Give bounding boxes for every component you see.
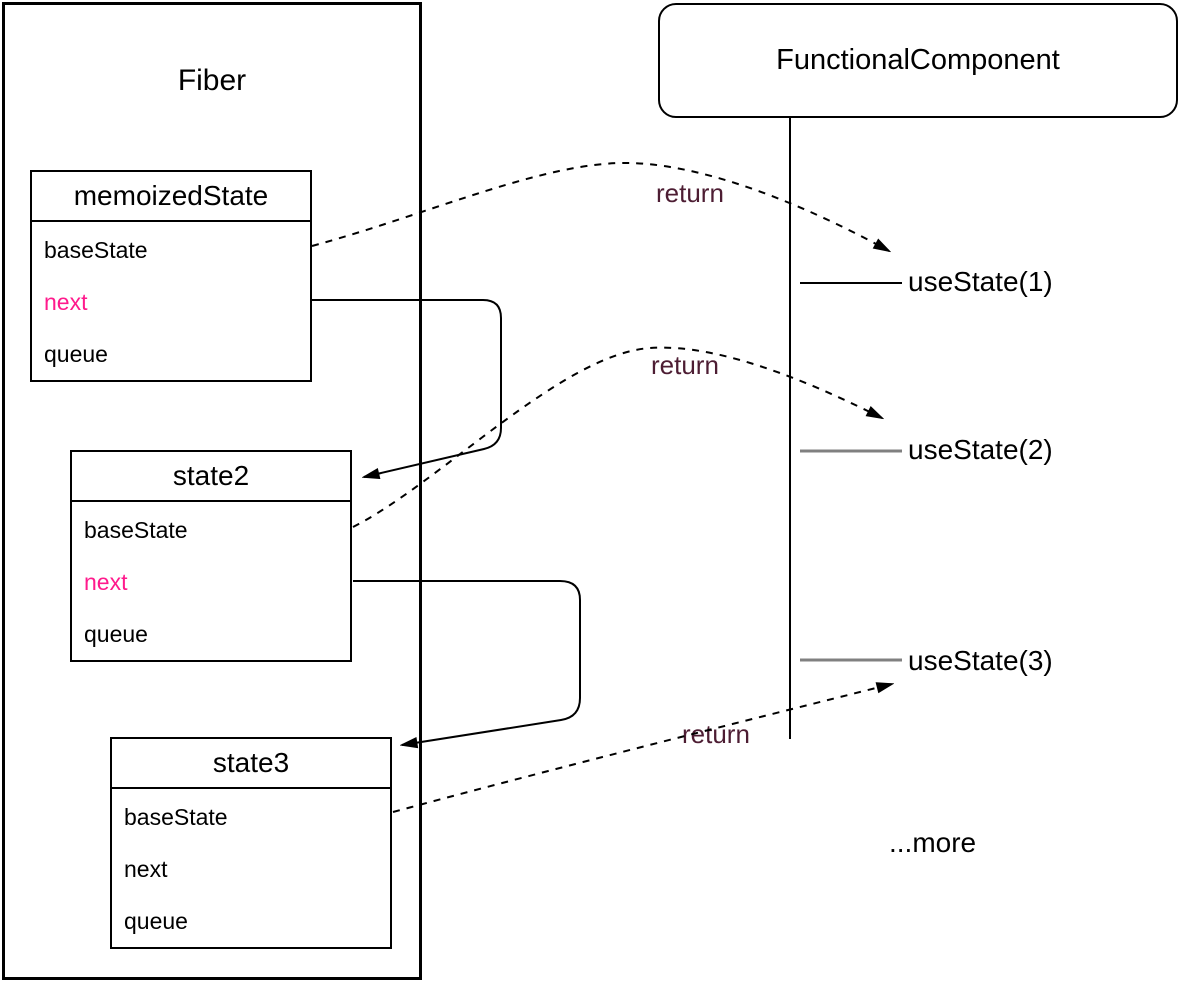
- field-next: next: [124, 856, 168, 882]
- return-label-1: return: [656, 178, 724, 208]
- usestate-3-label: useState(3): [908, 645, 1053, 676]
- state2-box-title: state2: [72, 452, 350, 502]
- field-next: next: [84, 569, 128, 595]
- usestate-1-label: useState(1): [908, 266, 1053, 297]
- memoized-state-box: memoizedState baseState next queue: [30, 170, 312, 382]
- field-basestate: baseState: [84, 517, 188, 543]
- return-label-2: return: [651, 350, 719, 380]
- field-basestate: baseState: [124, 804, 228, 830]
- usestate-2-label: useState(2): [908, 434, 1053, 465]
- field-queue: queue: [44, 341, 108, 367]
- field-queue: queue: [124, 908, 188, 934]
- state3-box-body: baseState next queue: [112, 789, 390, 947]
- state3-box: state3 baseState next queue: [110, 737, 392, 949]
- fiber-title: Fiber: [177, 64, 247, 97]
- return-arrow-3: [392, 684, 892, 813]
- memoized-state-box-body: baseState next queue: [32, 222, 310, 380]
- functional-component-title: FunctionalComponent: [776, 44, 1060, 76]
- functional-component-box: FunctionalComponent: [658, 3, 1178, 118]
- state2-box: state2 baseState next queue: [70, 450, 352, 662]
- state3-box-title: state3: [112, 739, 390, 789]
- field-queue: queue: [84, 621, 148, 647]
- more-label: ...more: [889, 827, 977, 858]
- memoized-state-box-title: memoizedState: [32, 172, 310, 222]
- state2-box-body: baseState next queue: [72, 502, 350, 660]
- return-arrow-2: [352, 346, 882, 528]
- field-basestate: baseState: [44, 237, 148, 263]
- return-label-3: return: [682, 719, 750, 749]
- field-next: next: [44, 289, 88, 315]
